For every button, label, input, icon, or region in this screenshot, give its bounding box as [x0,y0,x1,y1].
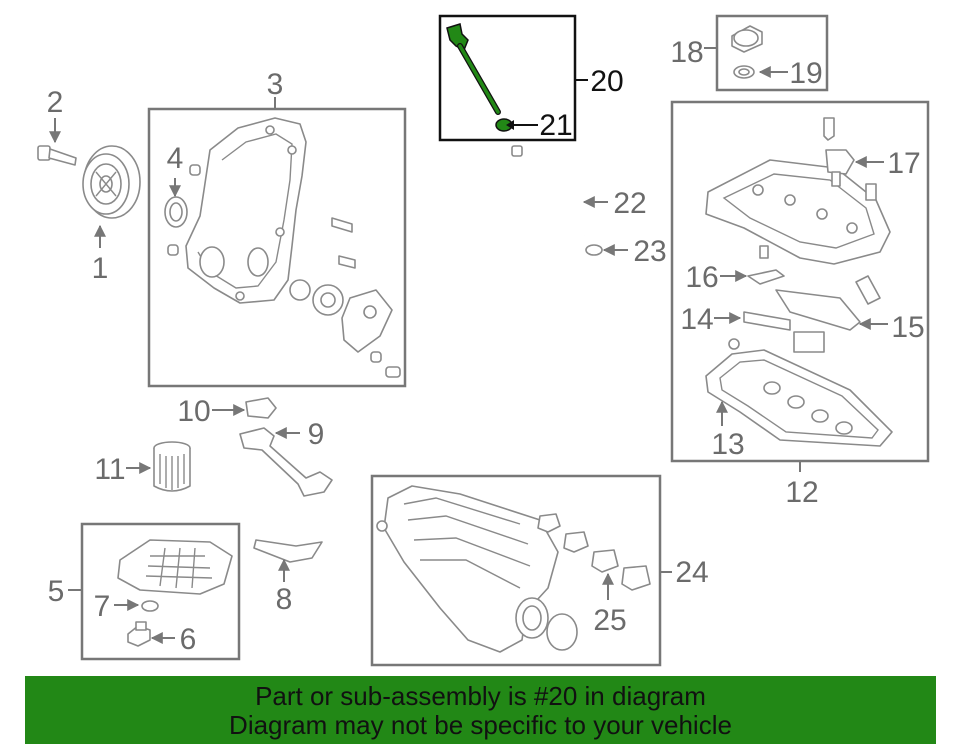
spark-plug-tube-seals [743,289,861,353]
intake-manifold [376,485,578,653]
oil-pump [289,279,393,353]
callout-12: 12 [785,476,818,509]
strainer-gasket [245,397,277,419]
callout-5: 5 [48,575,65,608]
box-timing-cover [147,107,407,388]
callout-15: 15 [891,311,924,344]
callout-10: 10 [177,395,210,428]
info-banner: Part or sub-assembly is #20 in diagram D… [25,676,936,744]
callout-11: 11 [94,453,125,486]
box-dipstick-highlight [438,14,577,142]
drain-plug-gasket [141,600,159,612]
intake-gasket [537,513,651,591]
callout-14: 14 [680,303,713,336]
callout-16: 16 [685,261,718,294]
callout-20: 20 [590,65,623,98]
cam-sensor [823,117,877,201]
oil-filler-cap [731,25,763,53]
callout-19: 19 [789,57,822,90]
crank-bolt [37,145,77,166]
callout-1: 1 [92,252,109,285]
callout-9: 9 [308,418,325,451]
callout-4: 4 [167,142,184,175]
oil-filter [153,441,191,492]
box-oil-pan [80,522,241,661]
banner-line-2: Diagram may not be specific to your vehi… [229,710,732,740]
dowels-bolts [167,164,401,378]
bracket [747,245,785,285]
oil-drain-plug [127,621,151,647]
tube-o-ring [585,244,603,256]
callout-23: 23 [633,235,666,268]
oil-strainer [239,427,333,497]
callout-13: 13 [711,428,744,461]
oil-pipe [253,539,323,563]
callout-3: 3 [267,68,284,101]
callout-8: 8 [276,583,293,616]
valve-cover [705,159,891,265]
timing-cover [185,117,307,304]
callout-2: 2 [47,86,64,119]
callout-7: 7 [94,590,111,623]
oil-dipstick [446,23,501,115]
callout-6: 6 [180,623,197,656]
box-oil-cap [715,14,829,92]
cap-gasket [733,65,755,79]
oil-pan [117,539,233,595]
pcv-valve [855,275,881,305]
dipstick-tube [511,145,586,237]
callout-24: 24 [675,556,708,589]
crank-pulley [82,145,141,219]
crank-seal [164,196,188,228]
callout-21: 21 [539,109,572,142]
callout-22: 22 [613,187,646,220]
box-intake-manifold [370,474,662,667]
callout-25: 25 [593,604,626,637]
callout-18: 18 [670,36,703,69]
banner-line-1: Part or sub-assembly is #20 in diagram [255,681,706,711]
callout-17: 17 [887,147,920,180]
